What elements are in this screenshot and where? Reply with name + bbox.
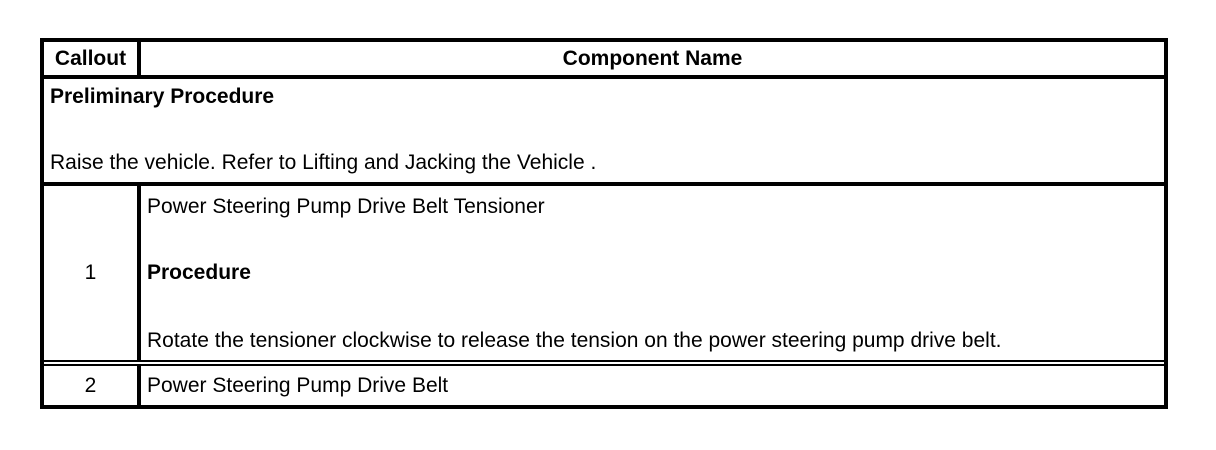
preliminary-procedure-title: Preliminary Procedure — [50, 85, 275, 108]
preliminary-procedure-row: Preliminary Procedure Raise the vehicle.… — [44, 79, 1164, 186]
component-name-2: Power Steering Pump Drive Belt — [147, 373, 449, 397]
component-name-1: Power Steering Pump Drive Belt Tensioner — [147, 195, 545, 218]
callout-number-2: 2 — [44, 366, 141, 405]
procedure-label: Procedure — [147, 261, 251, 284]
component-callout-table: Callout Component Name Preliminary Proce… — [40, 38, 1168, 409]
preliminary-procedure-instruction: Raise the vehicle. Refer to Lifting and … — [50, 151, 597, 174]
header-callout: Callout — [44, 42, 141, 75]
table-header-row: Callout Component Name — [44, 42, 1164, 79]
procedure-text: Rotate the tensioner clockwise to releas… — [147, 329, 1002, 352]
table-row-1: 1 Power Steering Pump Drive Belt Tension… — [44, 186, 1164, 366]
callout-number-1: 1 — [44, 186, 141, 360]
table-row-2: 2 Power Steering Pump Drive Belt — [44, 366, 1164, 405]
header-component-name: Component Name — [562, 46, 743, 70]
component-cell-1: Power Steering Pump Drive Belt Tensioner… — [141, 186, 1164, 360]
